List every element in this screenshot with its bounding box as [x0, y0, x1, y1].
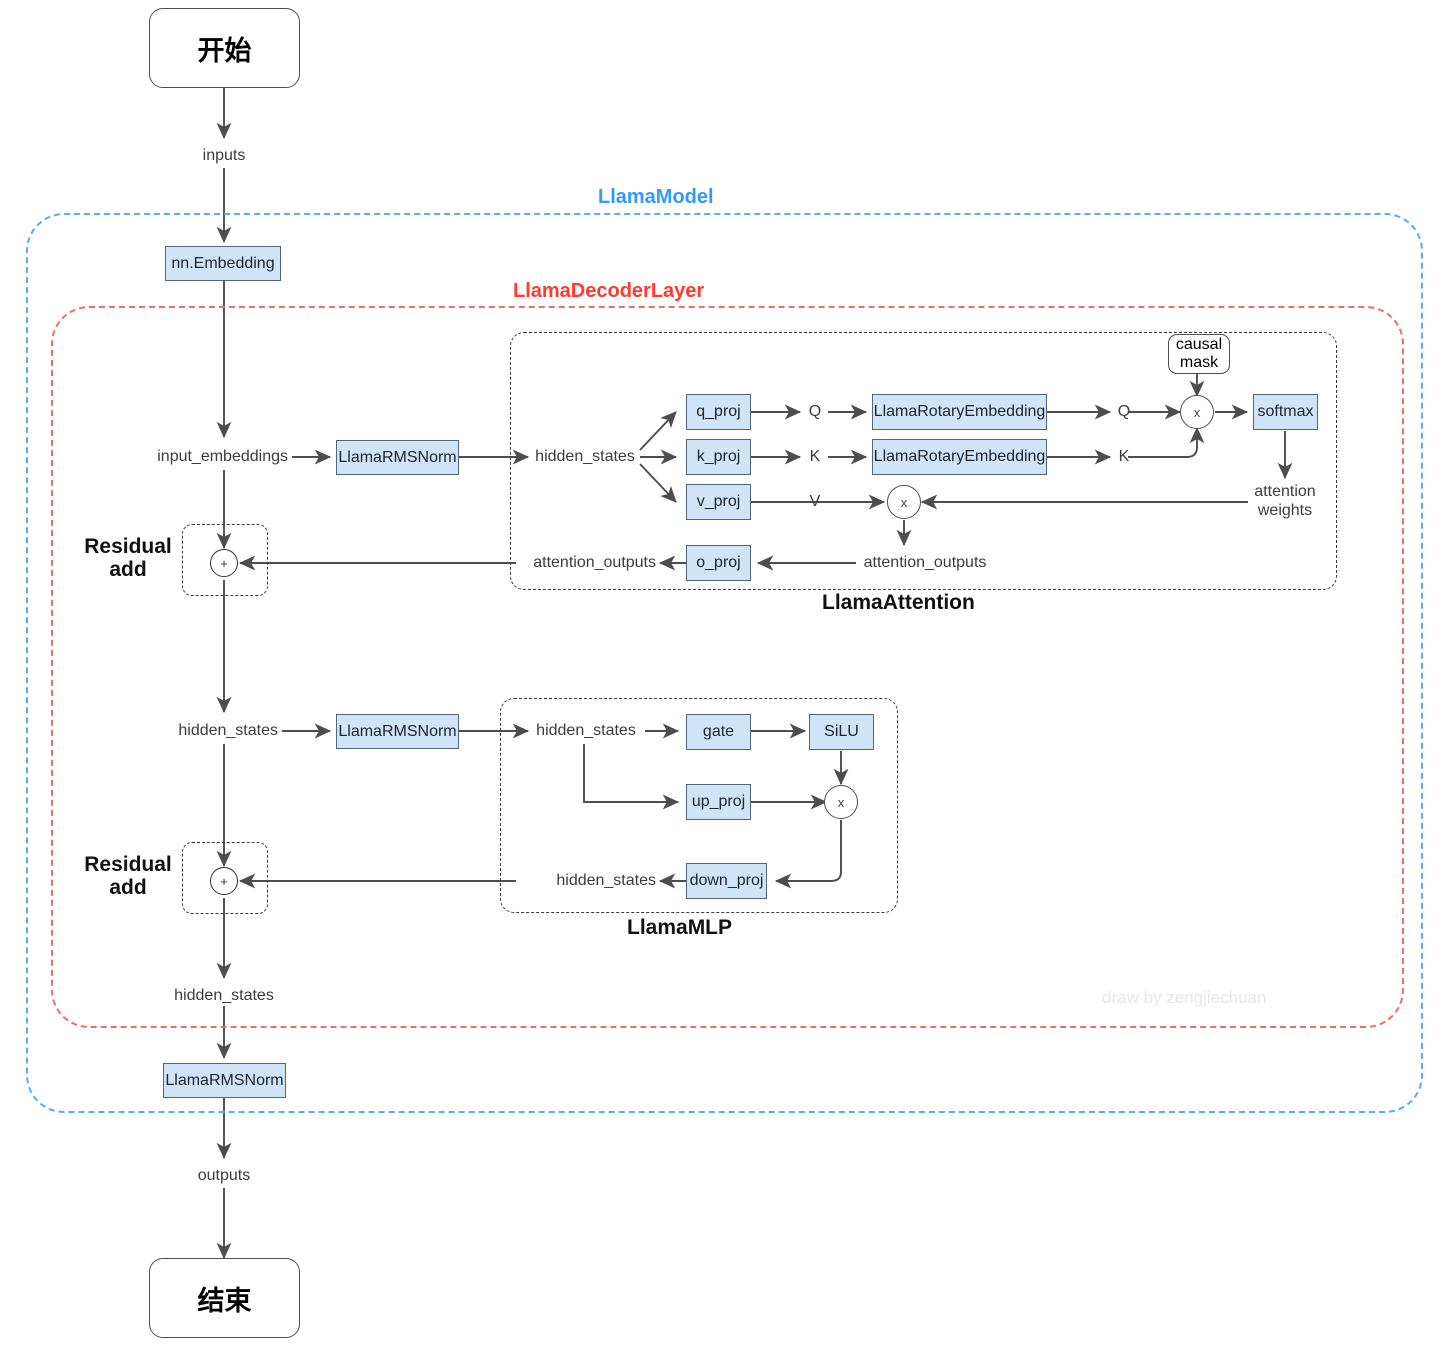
attention-weights-line2: weights: [1257, 501, 1313, 519]
group-label-llama-attention: LlamaAttention: [822, 591, 975, 614]
edge-label-k-rotated: K: [1118, 448, 1130, 465]
node-down-proj[interactable]: down_proj: [686, 863, 767, 899]
group-llama-attention: [510, 332, 1337, 590]
node-causal-mask[interactable]: causal mask: [1168, 334, 1230, 374]
group-llama-mlp: [500, 698, 898, 913]
residual-add-label-2-line1: Residual: [84, 853, 172, 876]
node-silu[interactable]: SiLU: [809, 714, 874, 750]
edge-label-input-embeddings: input_embeddings: [157, 448, 288, 465]
residual-add-circle-2[interactable]: +: [210, 867, 238, 895]
edge-label-hidden-states-mlp-trunk: hidden_states: [178, 722, 278, 739]
edge-label-outputs: outputs: [197, 1167, 251, 1184]
edge-label-attention-weights: attention weights: [1230, 483, 1340, 521]
node-softmax[interactable]: softmax: [1253, 394, 1318, 430]
node-q-proj[interactable]: q_proj: [686, 394, 751, 430]
multiply-mlp-circle[interactable]: x: [824, 785, 858, 819]
group-llama-model: [26, 213, 1423, 1113]
residual-add-label-2: Residual add: [78, 853, 178, 899]
end-terminator[interactable]: 结束: [149, 1258, 300, 1338]
edge-label-k: K: [809, 448, 821, 465]
node-nn-embedding[interactable]: nn.Embedding: [165, 246, 281, 281]
node-llama-rmsnorm-final[interactable]: LlamaRMSNorm: [163, 1063, 286, 1098]
group-llama-decoder-layer: [51, 306, 1404, 1028]
edge-label-attention-outputs-mid: attention_outputs: [863, 554, 987, 571]
group-label-llama-mlp: LlamaMLP: [627, 916, 733, 939]
edge-label-hidden-states-attention-in: hidden_states: [535, 448, 635, 465]
watermark-credit: draw by zengjiechuan: [1102, 988, 1267, 1007]
multiply-qk-circle[interactable]: x: [1180, 395, 1214, 429]
multiply-av-circle[interactable]: x: [887, 485, 921, 519]
attention-weights-line1: attention: [1254, 483, 1316, 500]
node-v-proj[interactable]: v_proj: [686, 484, 751, 520]
edge-label-v: V: [809, 493, 821, 510]
causal-mask-line1: causal: [1175, 335, 1223, 353]
node-gate[interactable]: gate: [686, 714, 751, 750]
edge-label-inputs: inputs: [202, 147, 246, 164]
residual-add-box-1: [182, 524, 268, 596]
node-up-proj[interactable]: up_proj: [686, 784, 751, 820]
residual-add-box-2: [182, 842, 268, 914]
node-llama-rmsnorm-mlp[interactable]: LlamaRMSNorm: [336, 714, 459, 749]
causal-mask-line2: mask: [1179, 354, 1219, 371]
edge-label-attention-outputs-out: attention_outputs: [533, 554, 656, 571]
group-label-llama-decoder-layer: LlamaDecoderLayer: [513, 280, 705, 302]
residual-add-label-1-line2: add: [109, 558, 147, 582]
residual-add-circle-1[interactable]: +: [210, 549, 238, 577]
node-rotary-embedding-k[interactable]: LlamaRotaryEmbedding: [872, 439, 1047, 475]
edge-label-hidden-states-mlp-out: hidden_states: [556, 872, 656, 889]
residual-add-label-1: Residual add: [78, 535, 178, 581]
node-o-proj[interactable]: o_proj: [686, 545, 751, 581]
residual-add-label-2-line2: add: [109, 876, 147, 900]
residual-add-label-1-line1: Residual: [84, 535, 172, 558]
edge-label-hidden-states-final: hidden_states: [174, 987, 274, 1004]
edge-label-hidden-states-mlp-in: hidden_states: [536, 722, 636, 739]
group-label-llama-model: LlamaModel: [598, 186, 714, 208]
node-k-proj[interactable]: k_proj: [686, 439, 751, 475]
edge-label-q-rotated: Q: [1117, 403, 1131, 420]
node-rotary-embedding-q[interactable]: LlamaRotaryEmbedding: [872, 394, 1047, 430]
start-terminator[interactable]: 开始: [149, 8, 300, 88]
edge-label-q: Q: [808, 403, 822, 420]
node-llama-rmsnorm-attention[interactable]: LlamaRMSNorm: [336, 440, 459, 475]
